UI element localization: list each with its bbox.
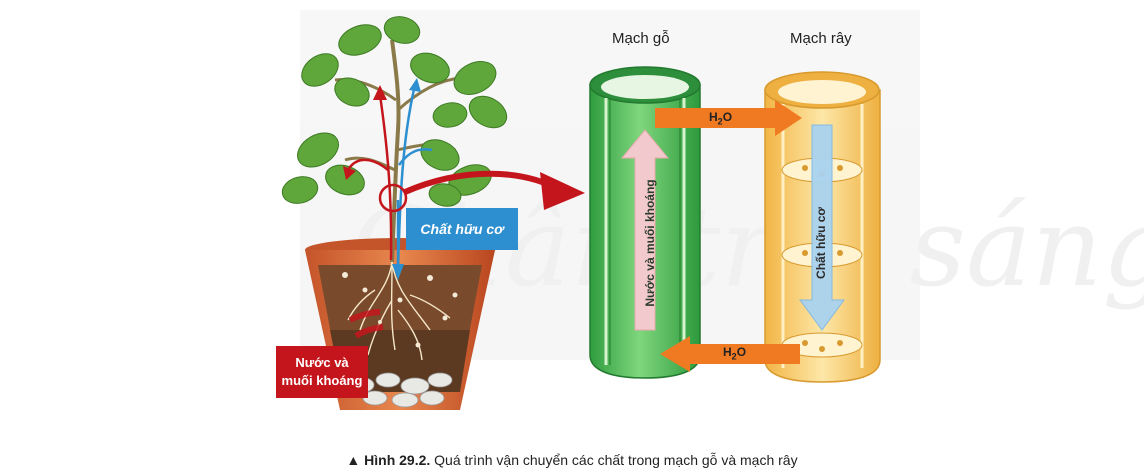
h2o-h: H — [723, 345, 732, 359]
water-minerals-line2: muối khoáng — [281, 373, 363, 388]
phloem-tube — [764, 71, 881, 383]
caption-text: Quá trình vận chuyển các chất trong mạch… — [434, 452, 798, 468]
h2o-arrow-top — [655, 100, 802, 136]
water-flow-arrow-plant — [343, 85, 393, 339]
h2o-h: H — [709, 110, 718, 124]
phloem-column-label: Mạch rây — [790, 30, 852, 47]
h2o-arrow-bottom — [660, 336, 800, 372]
phloem-vertical-label: Chất hữu cơ — [814, 207, 828, 279]
organic-matter-label: Chất hữu cơ — [406, 208, 518, 250]
xylem-column-label: Mạch gỗ — [612, 30, 670, 47]
plant-leaves — [281, 16, 508, 207]
water-minerals-line1: Nước và — [295, 355, 349, 370]
xylem-upward-arrow — [620, 129, 670, 331]
zoom-arrow — [403, 170, 585, 210]
caption-number: Hình 29.2. — [364, 452, 431, 468]
h2o-sub: 2 — [717, 116, 723, 127]
organic-flow-arrow-plant — [392, 78, 433, 280]
h2o-label-top: H2O — [709, 110, 732, 126]
h2o-o: O — [722, 110, 733, 124]
caption-marker: ▲ — [346, 452, 361, 468]
h2o-sub: 2 — [731, 351, 737, 362]
xylem-vertical-label: Nước và muối khoáng — [643, 179, 657, 307]
h2o-o: O — [736, 345, 747, 359]
phloem-downward-arrow — [799, 124, 845, 331]
water-minerals-label: Nước và muối khoáng — [276, 346, 368, 398]
h2o-label-bottom: H2O — [723, 345, 746, 361]
zoom-circle — [378, 183, 408, 213]
figure-caption: ▲ Hình 29.2. Quá trình vận chuyển các ch… — [0, 452, 1144, 468]
